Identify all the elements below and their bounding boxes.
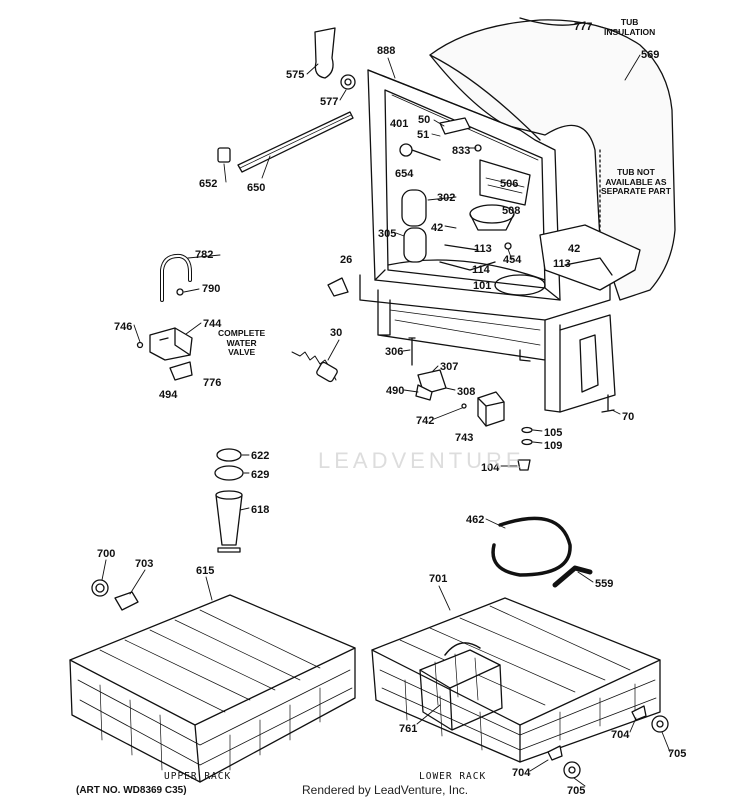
part-label-p506: 506 (500, 178, 519, 190)
part-label-p51: 51 (417, 129, 430, 141)
tub-insulation-note: TUB INSULATION (604, 17, 656, 37)
part-label-p703: 703 (135, 558, 154, 570)
part-label-p113b: 113 (553, 258, 571, 270)
part-label-p704b: 704 (512, 767, 531, 779)
part-label-p113a: 113 (474, 243, 492, 255)
part-label-p622: 622 (251, 450, 270, 462)
part-618-drawing (215, 494, 243, 546)
part-label-p888: 888 (377, 45, 396, 57)
part-label-p508: 508 (502, 205, 521, 217)
part-label-p761: 761 (399, 723, 418, 735)
part-label-p654: 654 (395, 168, 414, 180)
part-label-p744: 744 (203, 318, 222, 330)
part-label-p618: 618 (251, 504, 270, 516)
part-label-p652: 652 (199, 178, 218, 190)
part-629-drawing (214, 465, 244, 481)
part-label-p302: 302 (437, 192, 456, 204)
footer-credit: Rendered by LeadVenture, Inc. (302, 783, 469, 797)
part-label-p743: 743 (455, 432, 474, 444)
part-label-p308: 308 (457, 386, 476, 398)
upper-rack-caption: UPPER RACK (164, 771, 232, 782)
part-650-drawing (237, 111, 354, 173)
part-label-p746: 746 (114, 321, 133, 333)
part-700-drawing (91, 579, 109, 597)
complete-water-valve-note: COMPLETE WATER VALVE (218, 328, 266, 357)
lower-rack-caption: LOWER RACK (419, 771, 487, 782)
part-label-p462: 462 (466, 514, 485, 526)
part-label-p833: 833 (452, 145, 471, 157)
part-label-p700: 700 (97, 548, 116, 560)
part-622-drawing (216, 448, 242, 462)
part-label-p559: 559 (595, 578, 614, 590)
part-label-p705b: 705 (567, 785, 586, 797)
water-valve-744-drawing (149, 327, 193, 361)
part-label-p776: 776 (203, 377, 222, 389)
part-label-p494: 494 (159, 389, 178, 401)
part-label-p26: 26 (340, 254, 353, 266)
part-label-p701: 701 (429, 573, 448, 585)
part-label-p105: 105 (544, 427, 563, 439)
part-label-p307: 307 (440, 361, 459, 373)
part-705a-drawing (651, 715, 669, 733)
part-label-p109: 109 (544, 440, 563, 452)
art-number: (ART NO. WD8369 C35) (76, 785, 187, 796)
part-26-drawing (327, 277, 349, 297)
part-label-p42a: 42 (431, 222, 444, 234)
part-label-p790: 790 (202, 283, 221, 295)
part-label-p777: 777 (574, 21, 593, 33)
part-label-p50: 50 (418, 114, 431, 126)
lower-rack-drawing (371, 597, 661, 763)
upper-rack-drawing (69, 594, 356, 783)
part-704b-drawing (547, 745, 563, 761)
part-703-drawing (114, 591, 139, 611)
part-label-p577: 577 (320, 96, 339, 108)
part-label-p575: 575 (286, 69, 305, 81)
part-label-p569: 569 (641, 49, 660, 61)
part-label-p615: 615 (196, 565, 215, 577)
watermark: LEADVENTURE (318, 448, 525, 473)
part-652-drawing (217, 147, 231, 163)
part-743-drawing (477, 391, 505, 427)
part-label-p114: 114 (472, 264, 490, 276)
part-label-p42b: 42 (568, 243, 581, 255)
part-label-p742: 742 (416, 415, 435, 427)
part-704a-drawing (631, 705, 647, 721)
part-label-p30: 30 (330, 327, 343, 339)
leader-lines (101, 25, 671, 787)
part-559-drawing (552, 565, 593, 588)
part-494-drawing (169, 361, 193, 381)
part-label-p305: 305 (378, 228, 397, 240)
part-305-drawing (403, 227, 427, 263)
part-label-p704a: 704 (611, 729, 630, 741)
part-462-drawing (491, 516, 572, 577)
part-label-p650: 650 (247, 182, 266, 194)
part-label-p705a: 705 (668, 748, 687, 760)
part-705b-drawing (563, 761, 581, 779)
part-label-p306: 306 (385, 346, 404, 358)
part-label-p101: 101 (473, 280, 492, 292)
part-label-p454: 454 (503, 254, 522, 266)
tub-not-available-note: TUB NOT AVAILABLE AS SEPARATE PART (601, 167, 671, 196)
part-782-drawing (160, 253, 192, 302)
part-label-p104: 104 (481, 462, 500, 474)
part-label-p629: 629 (251, 469, 270, 481)
part-575-drawing (314, 27, 336, 79)
part-label-p401: 401 (390, 118, 409, 130)
part-label-p782: 782 (195, 249, 214, 261)
part-302-drawing (401, 189, 427, 227)
part-label-p70: 70 (622, 411, 635, 423)
part-label-p490: 490 (386, 385, 405, 397)
